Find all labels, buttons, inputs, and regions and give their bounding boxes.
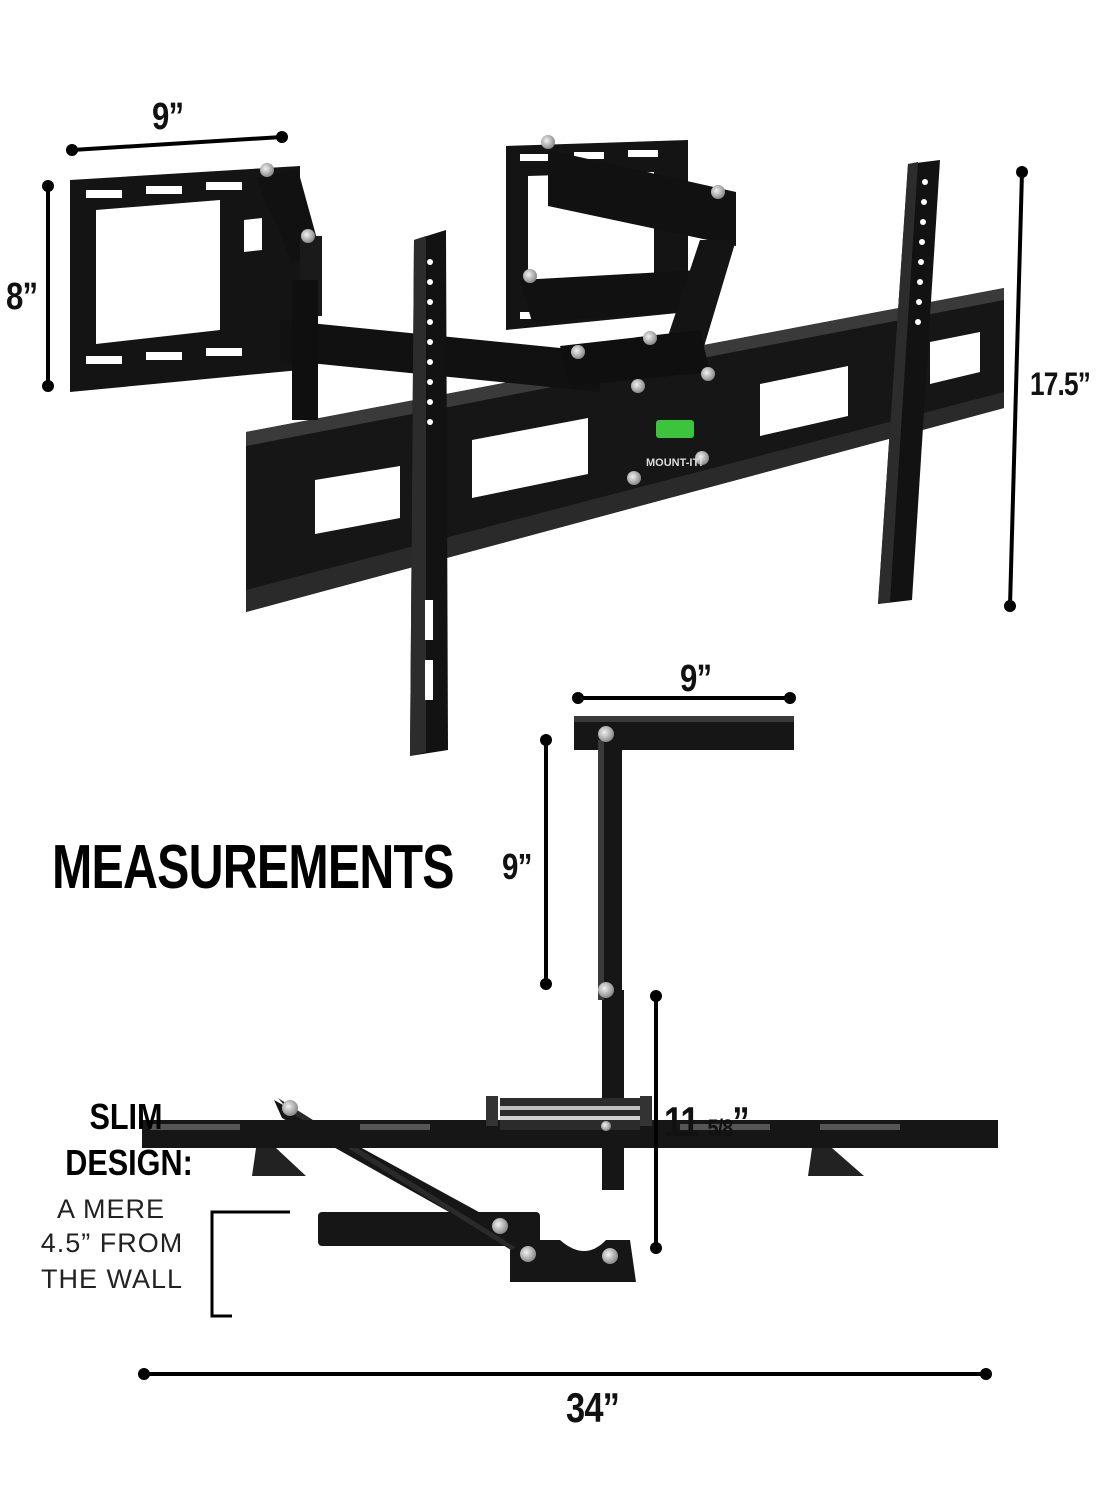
dim-arm-segment-2 <box>650 990 662 1254</box>
bolt-icon <box>571 345 585 359</box>
bolt-icon <box>711 185 725 199</box>
brand-label: MOUNT-IT! <box>646 457 703 469</box>
bolt-icon <box>282 1100 298 1116</box>
label-arm-segment-2: 11 5/8” <box>664 1098 750 1146</box>
mount-top-view: MOUNT-IT! <box>70 135 1004 756</box>
foot-right <box>808 1148 864 1176</box>
dim-total-height <box>1004 166 1028 612</box>
slim-note-line3: THE WALL <box>40 1264 184 1294</box>
bolt-icon <box>598 982 614 998</box>
label-arm-segment-1: 9” <box>502 846 532 887</box>
label-top-width: 9” <box>152 96 184 138</box>
label-top-height: 8” <box>6 276 38 318</box>
slim-heading-line2: DESIGN: <box>65 1142 193 1183</box>
label-arm-segment-2-whole: 11 <box>664 1098 700 1145</box>
dim-total-width <box>138 1368 992 1380</box>
hinge <box>500 1098 640 1130</box>
foot-left <box>252 1148 306 1176</box>
mount-side-view <box>142 716 998 1282</box>
bolt-icon <box>601 1121 611 1131</box>
label-arm-segment-2-mark: ” <box>732 1098 749 1145</box>
label-arm-top-width: 9” <box>680 658 712 700</box>
bolt-icon <box>602 1248 618 1264</box>
bolt-icon <box>643 331 657 345</box>
label-total-height: 17.5” <box>1030 366 1091 402</box>
wall-plate-left <box>70 166 300 392</box>
dim-arm-segment-1 <box>540 734 552 990</box>
bolt-icon <box>701 367 715 381</box>
slim-note-line1: A MERE <box>56 1194 166 1224</box>
dim-arm-top-width <box>572 692 796 704</box>
dim-top-height <box>42 180 54 392</box>
dim-top-width <box>66 131 288 156</box>
slim-heading-line1: SLIM <box>89 1096 163 1137</box>
bolt-icon <box>260 163 274 177</box>
slim-note-line2: 4.5” FROM <box>40 1228 184 1258</box>
bolt-icon <box>627 471 641 485</box>
arm-right-lower <box>520 270 712 322</box>
bolt-icon <box>631 379 645 393</box>
bolt-icon <box>492 1218 508 1234</box>
bolt-icon <box>695 451 709 465</box>
bolt-icon <box>523 269 537 283</box>
label-total-width: 34” <box>566 1384 620 1431</box>
bolt-icon <box>598 726 614 742</box>
bubble-level-icon <box>656 420 694 438</box>
bolt-icon <box>520 1246 536 1262</box>
bolt-icon <box>541 135 555 149</box>
arm-right-upper <box>548 150 736 246</box>
wall-distance-bracket <box>210 1210 290 1318</box>
label-arm-segment-2-fraction: 5/8 <box>707 1115 734 1142</box>
bolt-icon <box>301 229 315 243</box>
arm-vertical-lower <box>602 990 624 1190</box>
page-title: MEASUREMENTS <box>52 833 455 902</box>
